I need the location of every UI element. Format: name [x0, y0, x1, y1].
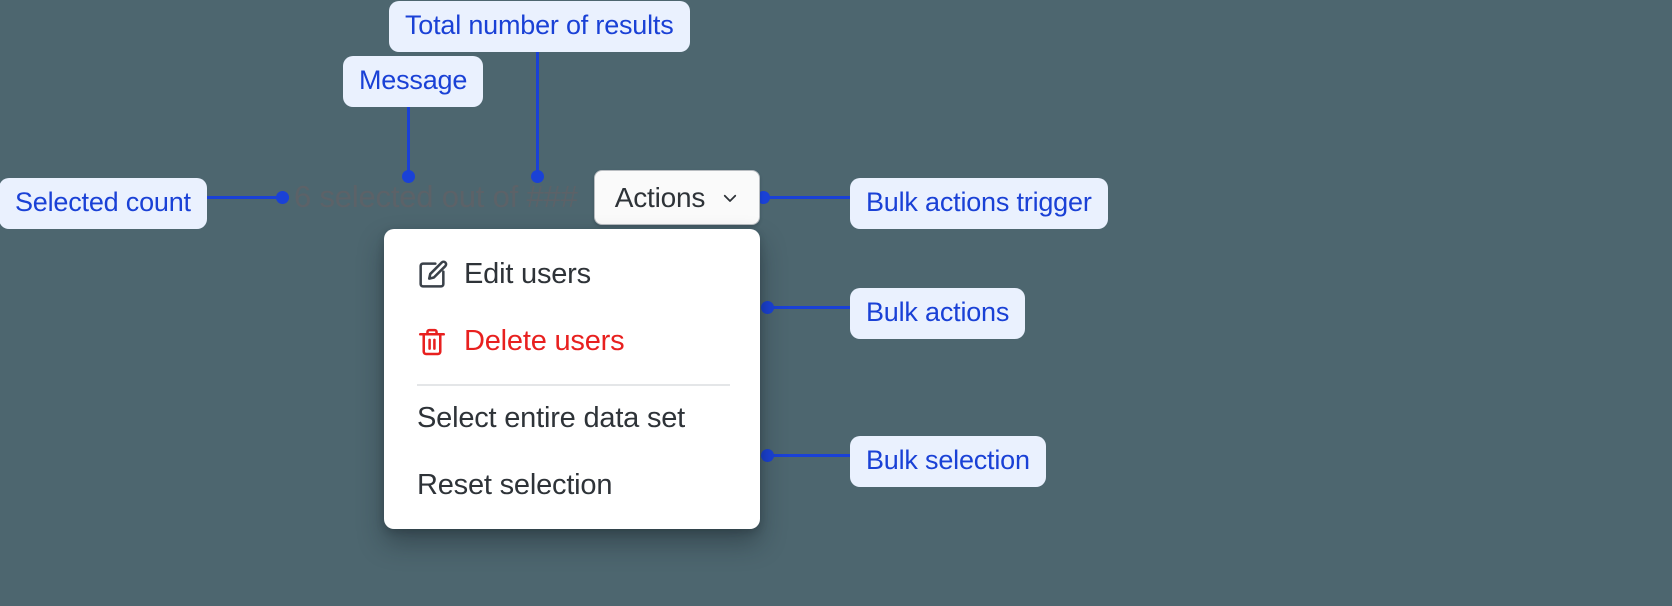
connector-total-results [536, 38, 539, 178]
connector-dot-bulk-selection [761, 449, 774, 462]
actions-button-label: Actions [614, 181, 706, 213]
menu-item-label: Reset selection [417, 469, 613, 501]
chevron-down-icon [721, 189, 739, 207]
callout-total-number-of-results: Total number of results [389, 1, 690, 52]
menu-item-edit-users[interactable]: Edit users [384, 241, 760, 308]
menu-item-label: Edit users [464, 258, 591, 290]
connector-dot-selected-count [276, 191, 289, 204]
callout-bulk-actions-trigger: Bulk actions trigger [850, 178, 1108, 229]
menu-divider [417, 384, 730, 386]
trash-icon [416, 326, 464, 358]
edit-pencil-icon [416, 259, 464, 291]
connector-message [407, 92, 410, 178]
connector-dot-bulk-actions-trigger [757, 191, 770, 204]
callout-message: Message [343, 56, 484, 107]
callout-bulk-actions: Bulk actions [850, 288, 1026, 339]
menu-item-delete-users[interactable]: Delete users [384, 308, 760, 375]
connector-dot-message [402, 170, 415, 183]
connector-dot-total-results [531, 170, 544, 183]
connector-dot-bulk-actions [761, 301, 774, 314]
callout-bulk-selection: Bulk selection [850, 436, 1046, 487]
callout-selected-count: Selected count [0, 178, 207, 229]
connector-bulk-selection [766, 454, 856, 457]
menu-item-reset-selection[interactable]: Reset selection [384, 452, 760, 519]
menu-item-label: Select entire data set [417, 402, 686, 434]
connector-bulk-actions-trigger [762, 196, 854, 199]
connector-bulk-actions [766, 306, 856, 309]
bulk-actions-trigger-button[interactable]: Actions [594, 170, 760, 225]
bulk-actions-menu: Edit users Delete users Select entire da… [384, 229, 760, 529]
menu-item-select-entire-data-set[interactable]: Select entire data set [384, 385, 760, 452]
connector-selected-count [201, 196, 289, 199]
menu-item-label: Delete users [464, 325, 625, 357]
selected-count-text: 6 selected out of ### [294, 179, 578, 214]
